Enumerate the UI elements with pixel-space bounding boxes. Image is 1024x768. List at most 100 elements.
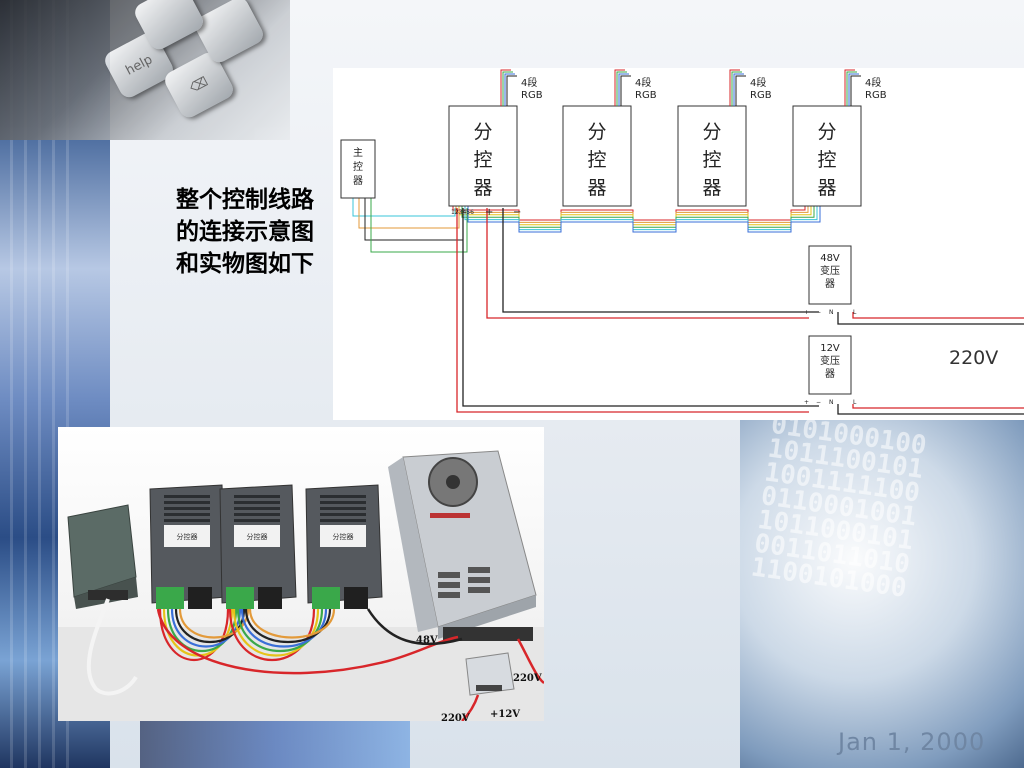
photo-label-12v: +12V	[490, 709, 520, 720]
tr48-minus: −	[816, 309, 821, 316]
main-controller-label-2: 控	[353, 160, 363, 173]
rgb-output-wire	[731, 71, 742, 106]
mains-neutral-48v	[837, 312, 1024, 325]
rgb-output-wire	[850, 75, 861, 106]
rgb-label-rgb: RGB	[750, 90, 772, 101]
rgb-label-segments: 4段	[521, 76, 537, 89]
photo-mains-wire	[516, 638, 544, 684]
sub-controller-char: 控	[587, 149, 606, 171]
key-label: ⌫	[187, 74, 211, 96]
transformer-48v-box	[808, 245, 852, 305]
sub-controller-char: 分	[702, 121, 721, 143]
rgb-output-wire	[618, 73, 629, 106]
photo-signal-wire	[244, 608, 332, 644]
tr12-l: L	[853, 399, 857, 406]
transformer-12v-label-1: 变压	[820, 354, 840, 367]
rgb-output-wire	[735, 75, 746, 106]
photo-signal-wire	[174, 608, 246, 643]
device-label: 分控器	[177, 532, 198, 541]
photo-wires	[156, 608, 544, 721]
terminal-plus: +	[485, 207, 493, 218]
rgb-output-wire	[620, 75, 631, 106]
date-watermark: Jan 1, 2000	[838, 728, 986, 756]
power-negative-48v	[502, 208, 819, 313]
device-label: 分控器	[333, 532, 354, 541]
transformer-12v-box	[808, 335, 852, 395]
rgb-label-segments: 4段	[750, 76, 766, 89]
rgb-label-segments: 4段	[865, 76, 881, 89]
photo-label-48v: 48V	[416, 635, 438, 646]
photo-signal-wire	[170, 608, 242, 648]
sub-controller-box	[792, 105, 862, 207]
power-supply-12v	[465, 652, 515, 696]
rgb-output-wire	[844, 69, 855, 106]
mains-voltage-label: 220V	[949, 347, 998, 369]
photo-sub-controller-2: 分控器	[219, 484, 297, 609]
main-controller-wire	[352, 198, 456, 217]
white-cable	[86, 598, 138, 696]
rgb-output-wire	[848, 73, 859, 106]
photo-signal-wire	[178, 608, 250, 639]
transformer-12v-voltage: 12V	[820, 343, 840, 354]
sub-controller-char: 控	[702, 149, 721, 171]
rgb-output-wire	[614, 69, 625, 106]
key-help-label: help	[123, 51, 155, 79]
transformer-12v-label-2: 器	[825, 368, 835, 380]
photo-signal-wire	[248, 608, 336, 639]
signal-bus-wire	[467, 206, 821, 233]
sub-controller-char: 分	[817, 121, 836, 143]
mains-live-48v	[852, 312, 1024, 319]
sub-controller-char: 分	[473, 121, 492, 143]
tr48-l: L	[853, 309, 857, 316]
power-supply-48v	[388, 450, 537, 641]
terminal-numbers: 123456	[451, 209, 474, 216]
tr48-n: N	[829, 309, 834, 316]
main-controller-wire	[364, 198, 464, 241]
main-controller-device	[67, 504, 138, 609]
diagram-wires	[352, 198, 1024, 415]
rgb-label-rgb: RGB	[865, 90, 887, 101]
rgb-output-wire	[506, 75, 517, 106]
power-positive-12v	[456, 208, 809, 413]
signal-bus-wire	[452, 206, 806, 221]
rgb-output-wire	[729, 69, 740, 106]
device-label: 分控器	[247, 532, 268, 541]
sub-controller-char: 器	[817, 177, 836, 199]
tr12-n: N	[829, 399, 834, 406]
photo-signal-wire	[240, 608, 328, 648]
photo-sub-controller-3: 分控器	[305, 484, 383, 609]
rgb-output-wire	[504, 73, 515, 106]
main-controller-wire	[358, 198, 460, 229]
hardware-photo: 分控器 分控器 分控器 48V 220V 220V +12V	[58, 427, 544, 721]
sub-controller-char: 器	[587, 177, 606, 199]
photo-label-220v-bottom: 220V	[441, 713, 470, 721]
main-controller-label-1: 主	[353, 147, 363, 159]
rgb-output-wire	[616, 71, 627, 106]
sub-controller-devices: 分控器 分控器 分控器	[149, 484, 383, 609]
rgb-output-wire	[502, 71, 513, 106]
hardware-photo-canvas: 分控器 分控器 分控器 48V 220V 220V +12V	[58, 450, 544, 721]
binary-digits-decoration: 0101000100 1011100101 1001111100 0110001…	[749, 412, 929, 604]
photo-signal-wire	[158, 608, 230, 661]
photo-ground-wire	[366, 608, 463, 646]
main-controller-box	[340, 139, 376, 199]
tr12-minus: −	[816, 399, 821, 406]
sub-controller-char: 分	[587, 121, 606, 143]
transformer-48v-label-1: 变压	[820, 264, 840, 277]
bottom-decorative-strip	[140, 718, 410, 768]
photo-signal-wire	[228, 608, 316, 661]
binary-sphere-background	[740, 420, 1024, 768]
photo-signal-wire	[232, 608, 320, 657]
rgb-label-rgb: RGB	[521, 90, 543, 101]
photo-label-220v-right: 220V	[513, 673, 542, 684]
sub-controller-char: 控	[817, 149, 836, 171]
sub-controller-char: 器	[473, 177, 492, 199]
main-controller-label-3: 器	[353, 175, 363, 187]
power-positive-48v	[486, 208, 809, 319]
